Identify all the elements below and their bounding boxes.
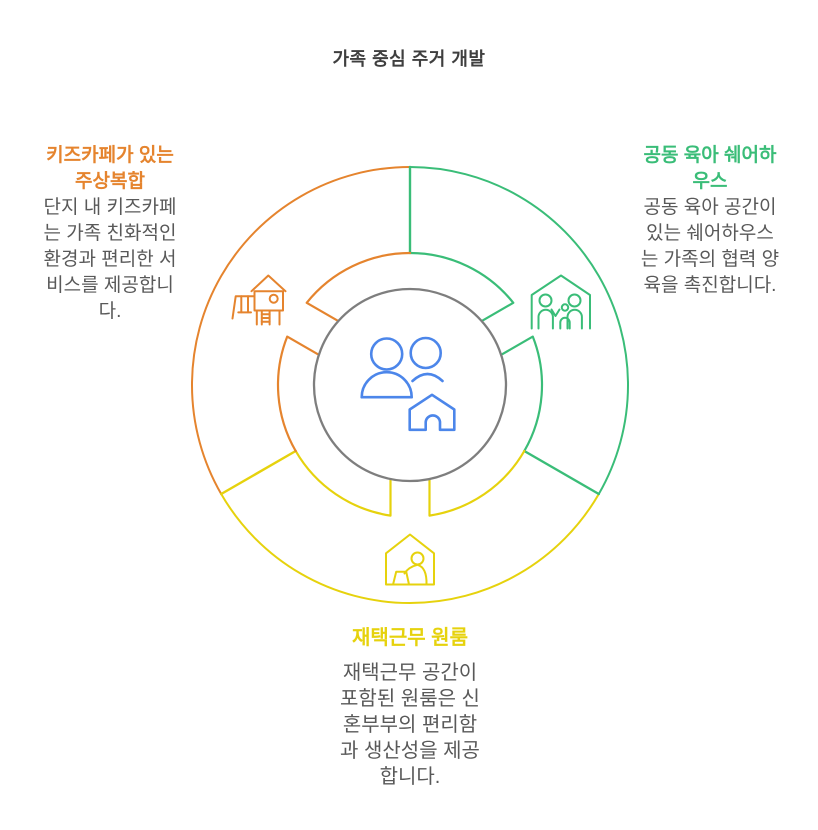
wfh-house-icon: [385, 533, 435, 586]
person-body-left: [360, 370, 413, 399]
inner-arc-yellow-2: [294, 449, 392, 517]
outer-arc-green: [409, 166, 629, 495]
adult-body-right: [566, 308, 583, 330]
swing-frame: [231, 295, 256, 320]
laptop: [392, 570, 410, 585]
adult-head-left: [538, 293, 553, 308]
inner-arc-orange-1: [276, 335, 320, 453]
inner-arc-green-1: [408, 251, 515, 322]
home-outline: [408, 393, 456, 432]
person-head-left: [369, 337, 404, 371]
outer-ring: [191, 165, 629, 605]
playhouse-window: [268, 293, 279, 304]
child-body: [559, 316, 571, 330]
adult-body-left: [537, 308, 554, 330]
child-head: [560, 303, 570, 312]
playground-icon: [231, 274, 287, 326]
worker-body: [403, 563, 428, 586]
outer-arc-yellow: [220, 493, 600, 605]
person-shoulder-right: [411, 372, 444, 383]
center-circle: [312, 287, 508, 483]
inner-arc-green-2: [500, 335, 544, 453]
playhouse-roof: [250, 274, 287, 293]
section-wfh-studio-heading: 재택근무 원룸: [352, 627, 468, 649]
playhouse-cabin: [253, 290, 284, 312]
person-head-right: [409, 336, 443, 370]
sharehouse-outline: [530, 274, 591, 330]
family-house-icon: [530, 274, 591, 330]
inner-arc-yellow-1: [428, 449, 526, 517]
adult-head-right: [567, 293, 582, 308]
outer-arc-orange: [191, 166, 411, 495]
divider-bottom-left: [220, 449, 297, 496]
inner-ring: [276, 251, 544, 517]
page-title: 가족 중심 주거 개발: [332, 49, 486, 69]
worker-head: [410, 551, 425, 566]
family-home-icon: [360, 336, 456, 432]
heart-mark: [550, 308, 561, 317]
inner-arc-orange-2: [305, 251, 412, 322]
divider-bottom-right: [523, 449, 600, 496]
